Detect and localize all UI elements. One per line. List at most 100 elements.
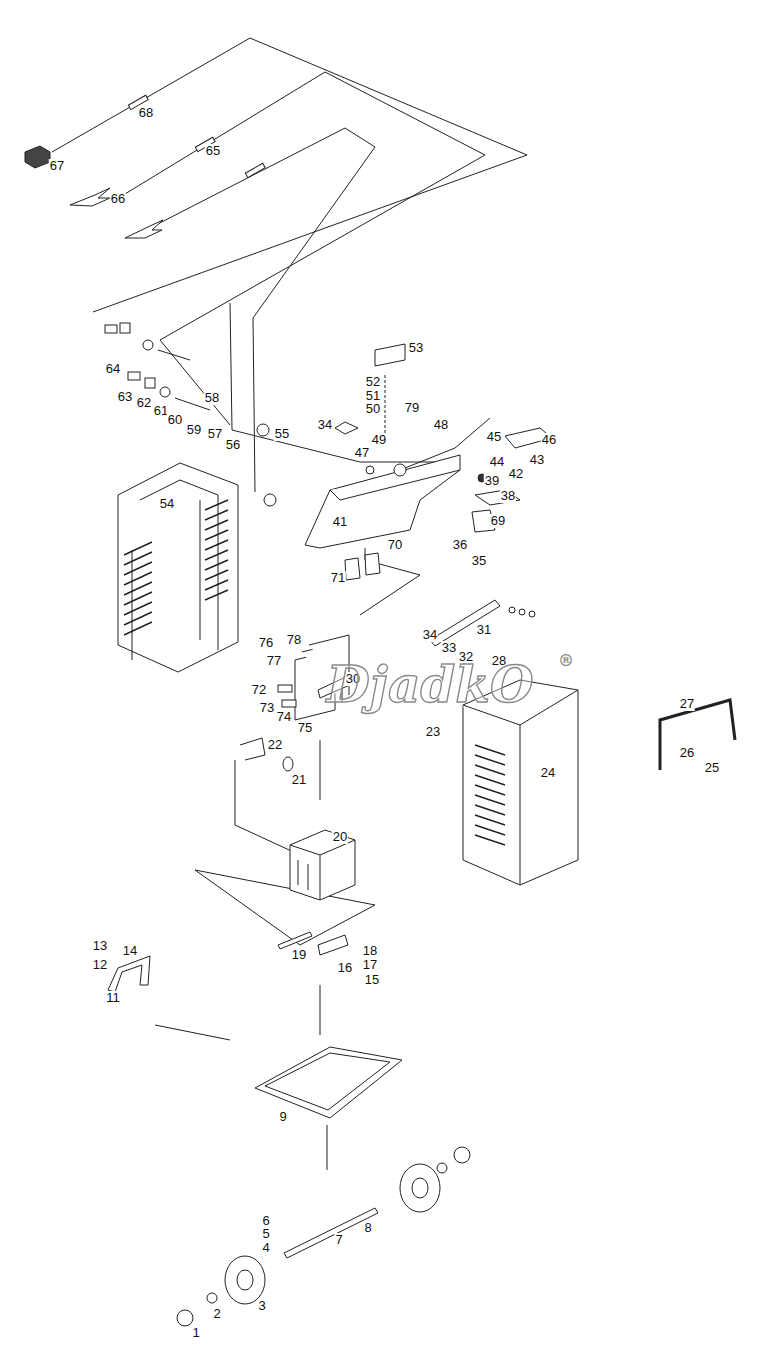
axle-wheels <box>284 1208 378 1258</box>
callout-number: 70 <box>387 538 403 552</box>
connectors <box>145 378 155 388</box>
callout-number: 59 <box>186 423 202 437</box>
base-plate <box>255 1047 402 1118</box>
callout-number: 20 <box>332 830 348 844</box>
bracket <box>283 757 293 771</box>
front-panel <box>366 466 374 474</box>
bar-bracket <box>509 607 515 613</box>
axle-wheels <box>437 1163 447 1173</box>
front-panel <box>365 553 380 575</box>
callout-number: 64 <box>105 362 121 376</box>
callout-number: 57 <box>207 427 223 441</box>
callout-number: 21 <box>291 773 307 787</box>
callout-number: 41 <box>332 515 348 529</box>
vents-rear <box>124 542 152 635</box>
cable-sleeves <box>245 163 265 177</box>
housing-rear <box>132 550 133 660</box>
callout-number: 62 <box>136 396 152 410</box>
callout-number: 66 <box>110 192 126 206</box>
connectors <box>160 387 170 397</box>
connectors <box>264 494 276 506</box>
callout-number: 68 <box>138 106 154 120</box>
callout-number: 2 <box>212 1307 221 1321</box>
rectifier <box>278 685 292 692</box>
front-panel <box>305 455 460 548</box>
callout-number: 73 <box>259 701 275 715</box>
callout-number: 4 <box>261 1241 270 1255</box>
front-panel <box>394 464 406 476</box>
callout-number: 22 <box>267 738 283 752</box>
vents-front <box>475 745 505 845</box>
cable-paths <box>360 548 420 615</box>
axle-wheels <box>454 1147 470 1163</box>
callout-number: 77 <box>266 654 282 668</box>
callout-number: 25 <box>704 761 720 775</box>
callout-number: 47 <box>354 446 370 460</box>
cable-paths <box>230 303 455 462</box>
cable-paths <box>320 740 321 800</box>
callout-number: 31 <box>476 623 492 637</box>
callout-number: 71 <box>330 571 346 585</box>
transformer <box>290 840 355 900</box>
mount-brackets <box>108 956 150 992</box>
front-panel <box>345 558 360 580</box>
watermark: DjadkO <box>326 655 533 714</box>
cable-paths <box>52 38 527 312</box>
callout-number: 51 <box>365 389 381 403</box>
axle-wheels <box>177 1147 470 1326</box>
mount-brackets <box>318 935 348 955</box>
connectors <box>120 323 130 333</box>
callout-number: 58 <box>204 391 220 405</box>
housing-rear <box>118 463 238 672</box>
front-panel <box>330 470 460 500</box>
watermark: ® <box>558 651 574 670</box>
bracket <box>240 738 293 771</box>
axle-wheels <box>412 1178 428 1198</box>
callout-number: 15 <box>364 973 380 987</box>
axle-wheels <box>207 1293 217 1303</box>
base-plate <box>255 1047 402 1118</box>
callout-number: 46 <box>541 433 557 447</box>
callout-number: 12 <box>92 958 108 972</box>
callout-number: 65 <box>205 144 221 158</box>
connectors <box>158 350 190 360</box>
callout-number: 17 <box>362 958 378 972</box>
axle-wheels <box>237 1270 253 1290</box>
handle <box>660 700 735 770</box>
mount-brackets <box>278 932 312 949</box>
callout-number: 39 <box>484 474 500 488</box>
bar-bracket <box>430 600 500 646</box>
callout-number: 33 <box>441 641 457 655</box>
callout-number: 9 <box>278 1110 287 1124</box>
connectors <box>257 424 269 436</box>
callout-number: 34 <box>422 628 438 642</box>
callout-number: 3 <box>257 1299 266 1313</box>
housing-front <box>463 705 520 885</box>
callout-number: 1 <box>191 1326 200 1340</box>
callout-number: 13 <box>92 939 108 953</box>
cable-paths <box>52 38 527 1170</box>
callout-number: 74 <box>276 710 292 724</box>
housing-rear <box>200 500 201 640</box>
callout-number: 75 <box>297 721 313 735</box>
callout-number: 69 <box>490 514 506 528</box>
callout-number: 24 <box>540 766 556 780</box>
callout-number: 14 <box>122 944 138 958</box>
cable-paths <box>155 1025 230 1040</box>
callout-number: 78 <box>286 633 302 647</box>
transformer <box>290 830 355 900</box>
callout-number: 45 <box>486 430 502 444</box>
housing-rear <box>140 480 218 650</box>
callout-number: 8 <box>363 1221 372 1235</box>
callout-number: 23 <box>425 725 441 739</box>
callout-number: 43 <box>529 453 545 467</box>
callout-number: 42 <box>508 467 524 481</box>
front-panel <box>375 344 405 366</box>
transformer <box>298 860 308 890</box>
callout-number: 7 <box>334 1233 343 1247</box>
callout-number: 44 <box>489 455 505 469</box>
callout-number: 79 <box>404 401 420 415</box>
connectors <box>143 340 153 350</box>
plug <box>25 146 50 168</box>
